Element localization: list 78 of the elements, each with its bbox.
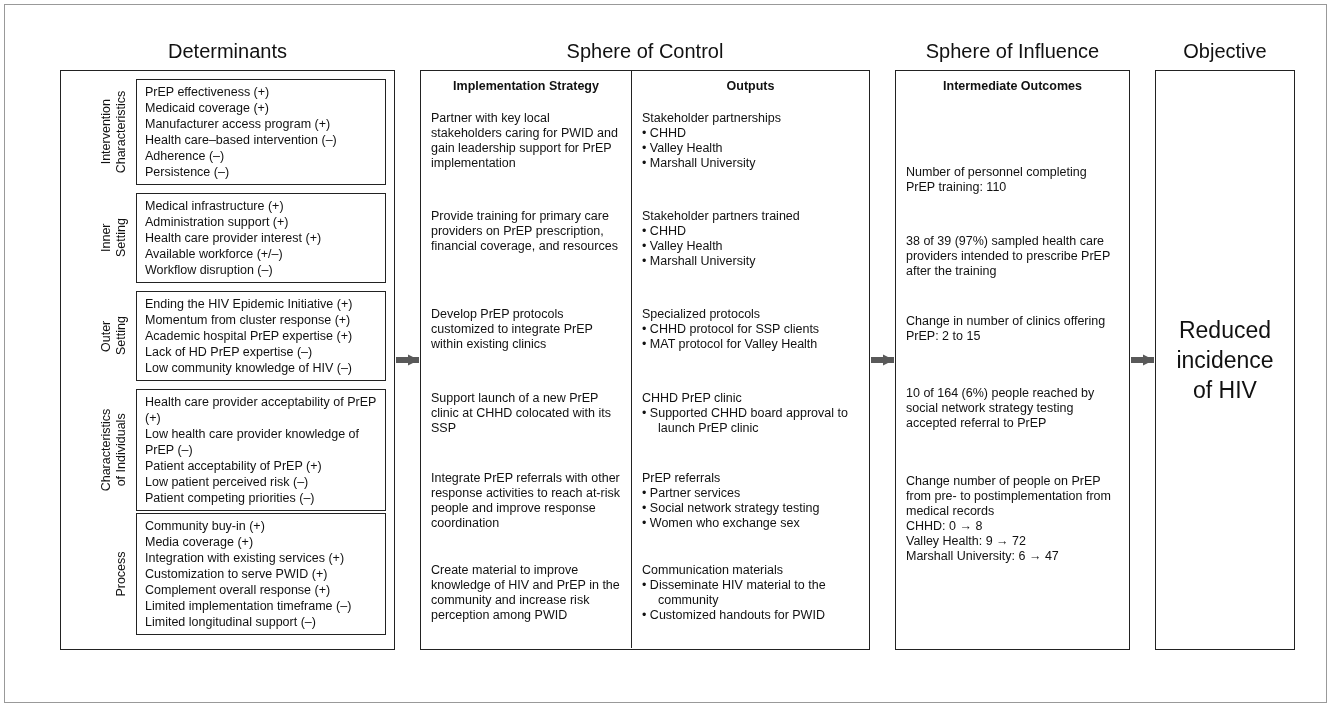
column-title: Sphere of Influence (925, 40, 1100, 63)
factor-item: Integration with existing services (+) (145, 550, 346, 566)
output-item: Stakeholder partnerships (642, 111, 782, 126)
factor-item: Limited implementation timeframe (–) (145, 598, 353, 614)
domain-label: Outer Setting (99, 315, 129, 358)
factor-item: Persistence (–) (145, 164, 231, 180)
outcome-text: CHHD: 0 → 8 (906, 519, 984, 534)
strategy-text: Provide training for primary care providers on PrEP prescription, financial coverage, and resources (431, 209, 619, 254)
output-item: • Disseminate HIV material to the community (642, 578, 827, 608)
outcome-text: Number of personnel completing PrEP training: 110 (906, 165, 1088, 195)
output-item: • Supported CHHD board approval to launch PrEP clinic (642, 406, 849, 436)
output-item: Communication materials (642, 563, 785, 578)
factor-item: Community buy-in (+) (145, 518, 266, 534)
strategy-text: Partner with key local stakeholders caring for PWID and gain leadership support for PrEP implementation (431, 111, 619, 171)
output-item: • CHHD (642, 224, 687, 239)
factor-item: Administration support (+) (145, 214, 290, 230)
strategy-text: Integrate PrEP referrals with other response activities to reach at-risk people and improve response coordination (431, 471, 621, 531)
output-item: • Marshall University (642, 254, 757, 269)
column-title: Determinants (168, 40, 287, 63)
factor-item: Low patient perceived risk (–) (145, 474, 310, 490)
domain-label: Process (114, 551, 129, 597)
output-item: CHHD PrEP clinic (642, 391, 743, 406)
column-heading: Intermediate Outcomes (943, 79, 1082, 93)
output-item: • CHHD protocol for SSP clients (642, 322, 821, 337)
factor-item: Available workforce (+/–) (145, 246, 284, 262)
factor-item: Ending the HIV Epidemic Initiative (+) (145, 296, 354, 312)
output-item: • Partner services (642, 486, 742, 501)
column-heading: Implementation Strategy (453, 79, 599, 93)
domain-label: Characteristics of Individuals (99, 408, 129, 492)
factor-item: Lack of HD PrEP expertise (–) (145, 344, 314, 360)
arrow (1131, 354, 1154, 366)
output-item: • Social network strategy testing (642, 501, 821, 516)
column-title: Sphere of Control (566, 40, 724, 63)
column-title: Objective (1183, 40, 1267, 63)
outcome-text: Change in number of clinics offering PrEP: 2 to 15 (906, 314, 1107, 344)
output-item: • Customized handouts for PWID (642, 608, 826, 623)
column-heading: Outputs (726, 79, 775, 93)
factor-item: PrEP effectiveness (+) (145, 84, 271, 100)
output-item: • Valley Health (642, 239, 724, 254)
factor-item: Medicaid coverage (+) (145, 100, 271, 116)
factor-item: Momentum from cluster response (+) (145, 312, 352, 328)
output-item: Stakeholder partners trained (642, 209, 801, 224)
factor-item: Adherence (–) (145, 148, 226, 164)
output-item: • Women who exchange sex (642, 516, 801, 531)
output-item: PrEP referrals (642, 471, 722, 486)
factor-item: Health care provider acceptability of PrEP (+) (145, 394, 378, 426)
outcome-text: 38 of 39 (97%) sampled health care providers intended to prescribe PrEP after the training (906, 234, 1112, 279)
factor-item: Low community knowledge of HIV (–) (145, 360, 354, 376)
output-item: • MAT protocol for Valley Health (642, 337, 819, 352)
output-item: • CHHD (642, 126, 687, 141)
factor-item: Media coverage (+) (145, 534, 255, 550)
objective-text: Reduced incidence of HIV (1175, 316, 1275, 405)
outcome-text: Change number of people on PrEP from pre- to postimplementation from medical records (906, 474, 1112, 519)
factor-item: Health care–based intervention (–) (145, 132, 338, 148)
domain-label: Intervention Characteristics (99, 90, 129, 174)
factor-item: Health care provider interest (+) (145, 230, 323, 246)
arrow (871, 354, 894, 366)
outcome-text: 10 of 164 (6%) people reached by social network strategy testing accepted referral to PrEP (906, 386, 1096, 431)
strategy-text: Create material to improve knowledge of HIV and PrEP in the community and increase risk perception among PWID (431, 563, 621, 623)
output-item: • Valley Health (642, 141, 724, 156)
factor-item: Manufacturer access program (+) (145, 116, 332, 132)
outcome-text: Valley Health: 9 → 72 (906, 534, 1027, 549)
outcome-text: Marshall University: 6 → 47 (906, 549, 1060, 564)
strategy-text: Support launch of a new PrEP clinic at CHHD colocated with its SSP (431, 391, 612, 436)
factor-item: Patient acceptability of PrEP (+) (145, 458, 323, 474)
strategy-text: Develop PrEP protocols customized to integrate PrEP within existing clinics (431, 307, 594, 352)
output-item: Specialized protocols (642, 307, 762, 322)
factor-item: Limited longitudinal support (–) (145, 614, 317, 630)
arrow (396, 354, 419, 366)
factor-item: Low health care provider knowledge of PrEP (–) (145, 426, 361, 458)
factor-item: Academic hospital PrEP expertise (+) (145, 328, 354, 344)
factor-item: Patient competing priorities (–) (145, 490, 316, 506)
factor-item: Complement overall response (+) (145, 582, 332, 598)
domain-label: Inner Setting (99, 217, 129, 260)
factor-item: Customization to serve PWID (+) (145, 566, 329, 582)
factor-item: Workflow disruption (–) (145, 262, 274, 278)
factor-item: Medical infrastructure (+) (145, 198, 285, 214)
output-item: • Marshall University (642, 156, 757, 171)
